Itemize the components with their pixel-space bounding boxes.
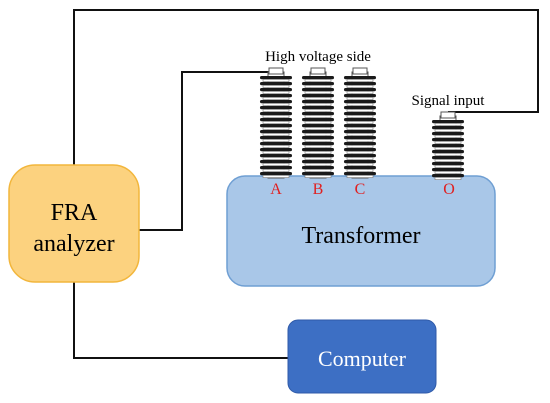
computer-box xyxy=(287,319,437,394)
fra-analyzer-box xyxy=(8,164,140,283)
wire-fra-to-signal-input xyxy=(73,9,539,165)
terminal-c-label: C xyxy=(355,181,366,198)
fra-analyzer-label-line1: FRA xyxy=(51,200,98,226)
signal-input-label: Signal input xyxy=(412,93,486,109)
terminal-b-label: B xyxy=(313,181,324,198)
bushing-b xyxy=(302,67,334,179)
bushing-a xyxy=(260,67,292,179)
terminal-o-label: O xyxy=(443,181,455,198)
bushings xyxy=(260,67,464,180)
transformer-label: Transformer xyxy=(301,223,420,249)
wires xyxy=(73,9,539,359)
computer-label: Computer xyxy=(318,346,407,371)
terminal-a-label: A xyxy=(270,181,282,198)
fra-analyzer-label-line2: analyzer xyxy=(33,231,114,257)
bushing-o xyxy=(432,111,464,180)
wire-fra-to-computer xyxy=(73,280,288,359)
wire-fra-to-high-voltage xyxy=(138,71,270,231)
high-voltage-side-label: High voltage side xyxy=(265,49,371,65)
bushing-c xyxy=(344,67,376,179)
